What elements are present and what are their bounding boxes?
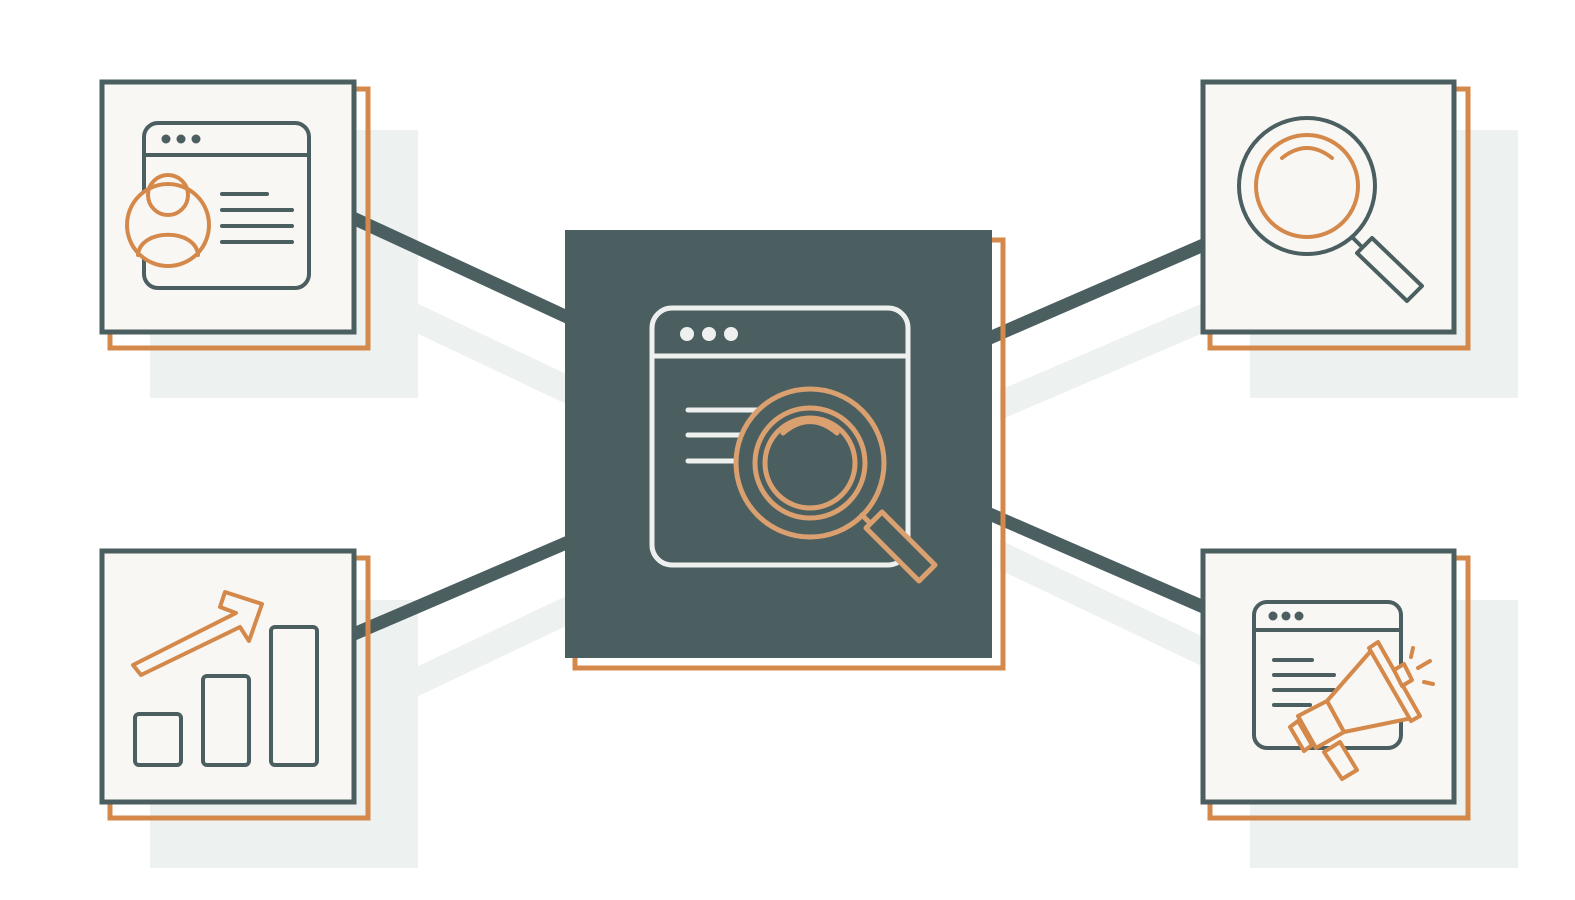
node-user-profile bbox=[99, 79, 371, 351]
node-growth-chart bbox=[99, 548, 371, 821]
browser-megaphone-icon bbox=[1252, 600, 1435, 781]
node-magnifier bbox=[1200, 79, 1471, 351]
magnifying-glass-icon bbox=[1237, 116, 1424, 303]
user-profile-page-icon bbox=[125, 121, 311, 290]
connector-top-right bbox=[982, 234, 1218, 346]
connectors bbox=[337, 206, 1218, 646]
connector-top-left bbox=[337, 206, 583, 329]
growth-bar-chart-icon bbox=[131, 590, 319, 767]
connector-bottom-left bbox=[337, 531, 583, 646]
browser-search-icon bbox=[649, 305, 938, 584]
connector-bottom-right bbox=[982, 506, 1218, 618]
hub-node bbox=[565, 230, 1006, 671]
node-announcement bbox=[1200, 548, 1471, 821]
